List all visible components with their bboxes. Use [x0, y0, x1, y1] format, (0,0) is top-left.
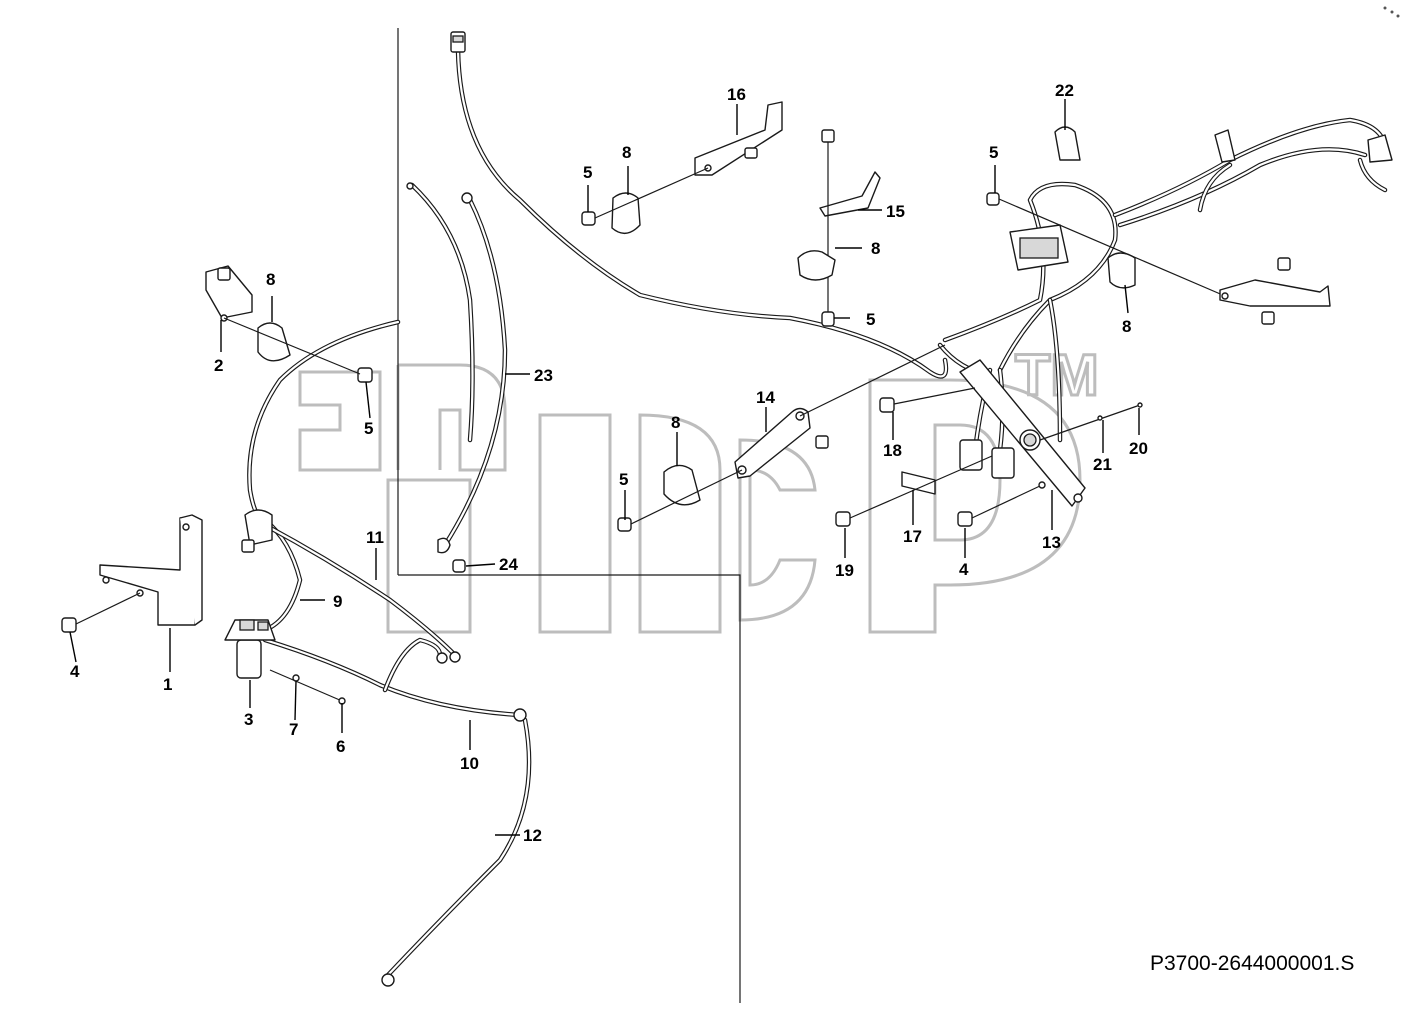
callout-1: 1: [163, 675, 172, 694]
clamp-8-center: [797, 250, 836, 281]
callout-18: 18: [883, 441, 902, 460]
callout-12: 12: [523, 826, 542, 845]
callout-14: 14: [756, 388, 775, 407]
callout-8-left: 8: [266, 270, 275, 289]
bolt-4-right: [957, 481, 1046, 527]
document-code: P3700-2644000001.S: [1150, 952, 1354, 975]
bracket-1: [99, 514, 203, 626]
callout-labels: 1 2 3 4 4 5 5 5 5 5 6 7 8 8 8 8 8 9 10 1…: [70, 81, 1148, 845]
wire-9: [247, 319, 401, 633]
callout-19: 19: [835, 561, 854, 580]
terminal-wire-10: [436, 651, 527, 722]
callout-15: 15: [886, 202, 905, 221]
bolt-5-right: [986, 192, 1226, 297]
callout-8-middle: 8: [671, 413, 680, 432]
wire-right-harness: [937, 117, 1388, 453]
callout-5-left: 5: [364, 419, 373, 438]
callout-9: 9: [333, 592, 342, 611]
clip-17: [901, 471, 936, 495]
clamp-8-left: [257, 322, 291, 362]
wire-12: [385, 717, 532, 978]
bolt-5-left: [223, 317, 373, 383]
callout-5-middle: 5: [619, 470, 628, 489]
callout-5-center: 5: [866, 310, 875, 329]
callout-23: 23: [534, 366, 553, 385]
callout-6: 6: [336, 737, 345, 756]
bolt-5-top: [581, 167, 709, 226]
bracket-2: [205, 265, 253, 322]
bolt-5-center: [821, 311, 835, 327]
bolt-4-left: [61, 592, 141, 633]
clip-right-top: [1214, 129, 1393, 163]
bracket-16: [694, 101, 783, 176]
callout-20: 20: [1129, 439, 1148, 458]
terminal-wire-23: [406, 182, 473, 554]
callout-4-left: 4: [70, 662, 80, 681]
callout-2: 2: [214, 356, 223, 375]
bracket-14: [734, 344, 946, 479]
corner-dots-icon: [1383, 6, 1400, 18]
harness-main-wire: [455, 47, 949, 379]
bolt-18: [879, 387, 976, 413]
callout-11: 11: [366, 528, 384, 547]
callout-8-top: 8: [622, 143, 631, 162]
callout-13: 13: [1042, 533, 1061, 552]
clamp-8-top: [611, 192, 641, 234]
callout-4-right: 4: [959, 560, 969, 579]
callout-10: 10: [460, 754, 479, 773]
bolt-19: [835, 455, 993, 527]
washer-7: [269, 669, 343, 702]
callout-17: 17: [903, 527, 922, 546]
callout-3: 3: [244, 710, 253, 729]
module-connector: [1009, 224, 1069, 271]
callout-22: 22: [1055, 81, 1074, 100]
clamp-22: [1054, 126, 1081, 161]
bracket-right: [1219, 257, 1331, 325]
callout-21: 21: [1093, 455, 1112, 474]
callout-24: 24: [499, 555, 518, 574]
connector-top: [450, 31, 466, 53]
relay-3: [224, 619, 276, 679]
clamp-8-right: [1107, 252, 1136, 289]
wire-23: [409, 182, 508, 548]
callout-8-right: 8: [1122, 317, 1131, 336]
terminal-wire-12: [381, 973, 395, 987]
screw-20-21: [1039, 402, 1143, 441]
wire-10: [262, 637, 523, 718]
frame-line-sub-view: [398, 574, 741, 1003]
callout-8-center: 8: [871, 239, 880, 258]
callout-leaders: [69, 99, 1140, 836]
wire-11: [262, 522, 458, 658]
callout-7: 7: [289, 720, 298, 739]
bracket-15: [819, 129, 881, 325]
callout-16: 16: [727, 85, 746, 104]
callout-5-right: 5: [989, 143, 998, 162]
clamp-9: [241, 509, 273, 553]
callout-5-top: 5: [583, 163, 592, 182]
bolt-5-middle: [617, 469, 743, 532]
bolt-24: [452, 559, 466, 573]
